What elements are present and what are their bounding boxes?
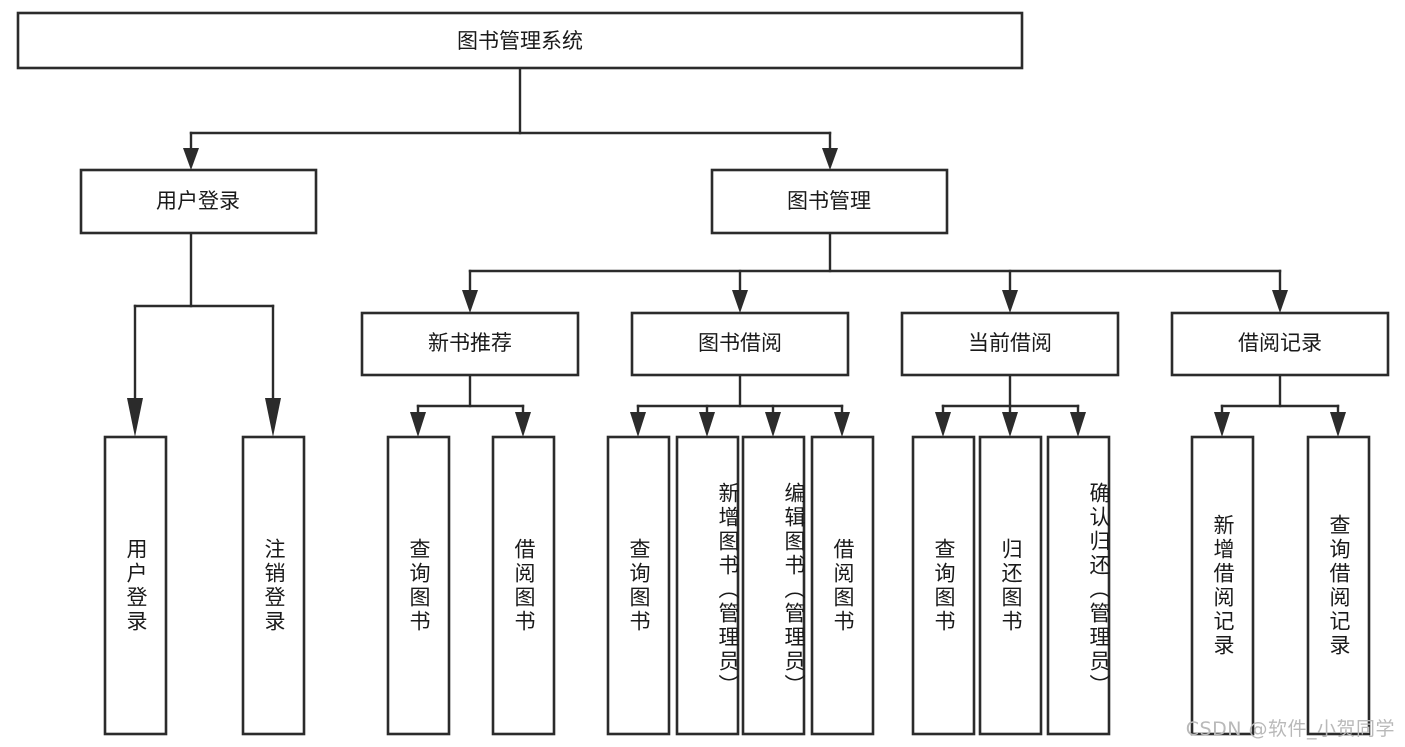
csdn-watermark: CSDN @软件_小贺同学: [1185, 718, 1395, 740]
leaf-box-return-book[interactable]: [978, 435, 1043, 736]
connector-group-userlogin-to-leaves: [127, 231, 281, 437]
connector-group-currentborrow-to-leaves: [935, 373, 1086, 437]
arrowhead-leaf-add-record: [1214, 412, 1230, 437]
arrowhead-leaf-query-book-1: [410, 412, 426, 437]
node-label-borrow-record: 借阅记录: [1238, 331, 1322, 355]
leaf-box-add-record[interactable]: [1190, 435, 1255, 736]
arrowhead-borrow-record: [1272, 290, 1288, 313]
arrowhead-leaf-logout: [265, 398, 281, 437]
leaf-group-new-book-recommend: [386, 435, 556, 736]
node-box-current-borrow[interactable]: [900, 311, 1120, 377]
node-box-new-book-recommend[interactable]: [360, 311, 580, 377]
arrowhead-leaf-user-login: [127, 398, 143, 437]
leaf-group-book-borrow: [606, 435, 875, 736]
connector-group-bookmanage-to-level3: [462, 231, 1288, 313]
node-label-current-borrow: 当前借阅: [968, 331, 1052, 355]
arrowhead-current-borrow: [1002, 290, 1018, 313]
connector-group-root-to-level2: [183, 66, 838, 170]
node-borrow-record[interactable]: 借阅记录: [1170, 311, 1390, 377]
leaf-box-user-login[interactable]: [103, 435, 168, 736]
node-book-management[interactable]: 图书管理: [710, 168, 949, 235]
leaf-group-current-borrow: [911, 435, 1111, 736]
node-label-user-login: 用户登录: [156, 189, 240, 213]
node-box-user-login[interactable]: [79, 168, 318, 235]
arrowhead-book-borrow: [732, 290, 748, 313]
node-new-book-recommend[interactable]: 新书推荐: [360, 311, 580, 377]
node-label-new-book-recommend: 新书推荐: [428, 331, 512, 355]
leaf-box-query-book-2[interactable]: [606, 435, 671, 736]
arrowhead-leaf-return-book: [1002, 412, 1018, 437]
leaf-box-confirm-return[interactable]: [1046, 435, 1111, 736]
arrowhead-leaf-borrow-book-1: [515, 412, 531, 437]
node-label-book-management: 图书管理: [787, 189, 871, 213]
arrowhead-leaf-confirm-return: [1070, 412, 1086, 437]
arrowhead-leaf-query-book-2: [630, 412, 646, 437]
node-box-book-management[interactable]: [710, 168, 949, 235]
leaf-box-query-book-3[interactable]: [911, 435, 976, 736]
arrowhead-leaf-query-record: [1330, 412, 1346, 437]
leaf-box-borrow-book-1[interactable]: [491, 435, 556, 736]
connector-group-bookborrow-to-leaves: [630, 373, 850, 437]
leaf-group-user-login: [103, 435, 306, 736]
leaf-box-logout[interactable]: [241, 435, 306, 736]
node-box-borrow-record[interactable]: [1170, 311, 1390, 377]
leaf-box-edit-book[interactable]: [741, 435, 806, 736]
arrowhead-book-manage: [822, 148, 838, 170]
leaf-box-add-book[interactable]: [675, 435, 740, 736]
node-current-borrow[interactable]: 当前借阅: [900, 311, 1120, 377]
node-box-root[interactable]: [16, 11, 1024, 70]
leaf-group-borrow-record: [1190, 435, 1371, 736]
leaf-box-borrow-book-2[interactable]: [810, 435, 875, 736]
node-user-login[interactable]: 用户登录: [79, 168, 318, 235]
connector-group-newbook-to-leaves: [410, 373, 531, 437]
node-book-borrow[interactable]: 图书借阅: [630, 311, 850, 377]
connector-group-borrowrecord-to-leaves: [1214, 373, 1346, 437]
leaf-box-query-book-1[interactable]: [386, 435, 451, 736]
arrowhead-leaf-add-book: [699, 412, 715, 437]
leaf-box-query-record[interactable]: [1306, 435, 1371, 736]
node-root-book-management-system[interactable]: 图书管理系统: [16, 11, 1024, 70]
arrowhead-leaf-edit-book: [765, 412, 781, 437]
arrowhead-leaf-query-book-3: [935, 412, 951, 437]
arrowhead-new-book-recommend: [462, 290, 478, 313]
node-box-book-borrow[interactable]: [630, 311, 850, 377]
node-label-book-borrow: 图书借阅: [698, 331, 782, 355]
arrowhead-user-login: [183, 148, 199, 170]
arrowhead-leaf-borrow-book-2: [834, 412, 850, 437]
node-label-root: 图书管理系统: [457, 29, 583, 53]
